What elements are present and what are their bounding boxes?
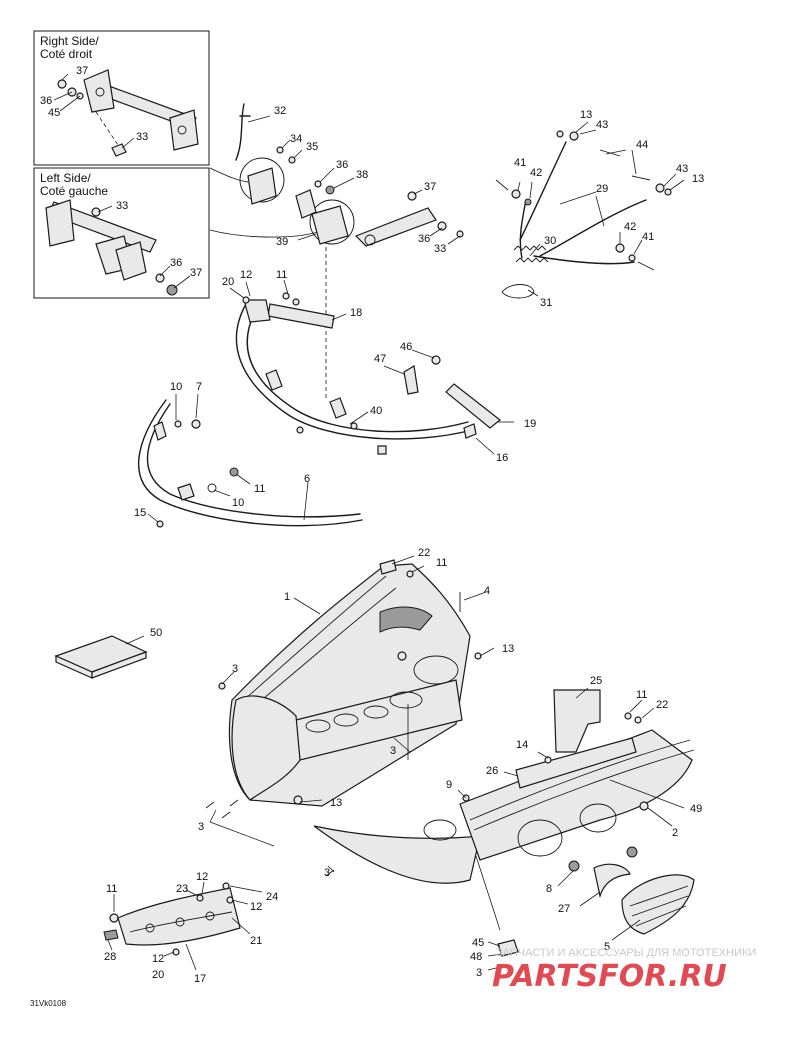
callout-12: 12 [250,901,262,913]
callout-13: 13 [580,109,592,121]
callout-34: 34 [290,133,302,145]
callout-36: 36 [418,233,430,245]
callout-46: 46 [400,341,412,353]
watermark-subtitle: ЗАПЧАСТИ И АКСЕССУАРЫ ДЛЯ МОТОТЕХНИКИ [496,947,756,959]
callout-25: 25 [590,675,602,687]
callout-19: 19 [524,418,536,430]
callout-50: 50 [150,627,162,639]
callout-40: 40 [370,405,382,417]
callout-43: 43 [596,119,608,131]
callout-11: 11 [276,269,287,281]
callout-3: 3 [232,663,238,675]
callout-18: 18 [350,307,362,319]
callout-10: 10 [232,497,244,509]
callout-24: 24 [266,891,278,903]
callout-20: 20 [152,969,164,981]
inset-right-side: Right Side/ Coté droit [33,30,210,166]
callout-13: 13 [330,797,342,809]
callout-22: 22 [656,699,668,711]
callout-26: 26 [486,765,498,777]
callout-23: 23 [176,883,188,895]
cable-spring-assembly [495,121,685,299]
callout-6: 6 [304,473,310,485]
callout-16: 16 [496,452,508,464]
callout-20: 20 [222,276,234,288]
front-skid-plate [137,393,363,528]
callout-9: 9 [446,779,452,791]
callout-45: 45 [472,937,484,949]
callout-12: 12 [152,953,164,965]
inset-left-title-2: Coté gauche [40,184,108,198]
belly-pan [205,555,495,847]
callout-33: 33 [434,243,446,255]
callout-4: 4 [484,585,490,597]
inset-right-title-1: Right Side/ [40,34,99,48]
callout-1: 1 [284,591,290,603]
callout-11: 11 [636,689,647,701]
lower-pan [313,687,695,971]
callout-13: 13 [692,173,704,185]
callout-33: 33 [116,200,128,212]
part-50-kit [54,635,148,679]
callout-35: 35 [306,141,318,153]
callout-38: 38 [356,169,368,181]
callout-14: 14 [516,739,528,751]
callout-5: 5 [604,941,610,953]
callout-11: 11 [436,557,447,569]
callout-30: 30 [544,235,556,247]
callout-28: 28 [104,951,116,963]
callout-2: 2 [672,827,678,839]
callout-41: 41 [642,231,654,243]
callout-32: 32 [274,105,286,117]
callout-37: 37 [424,181,436,193]
inset-left-side: Left Side/ Coté gauche [33,167,210,299]
callout-29: 29 [596,183,608,195]
callout-10: 10 [170,381,182,393]
callout-12: 12 [240,269,252,281]
inset-right-title-2: Coté droit [40,47,93,61]
pivot-bracket-assembly [235,103,464,247]
callout-31: 31 [540,297,552,309]
callout-44: 44 [636,139,648,151]
callout-37: 37 [76,65,88,77]
callout-11: 11 [106,883,117,895]
callout-3: 3 [476,967,482,979]
callout-12: 12 [196,871,208,883]
callout-42: 42 [624,221,636,233]
callout-22: 22 [418,547,430,559]
callout-36: 36 [336,159,348,171]
callout-3: 3 [198,821,204,833]
callout-8: 8 [546,883,552,895]
watermark-logo: PARTSFOR.RU [492,959,727,994]
callout-3: 3 [390,745,396,757]
callout-39: 39 [276,236,288,248]
front-bumper-assembly [229,279,514,455]
callout-36: 36 [170,257,182,269]
callout-13: 13 [502,643,514,655]
callout-15: 15 [134,507,146,519]
callout-47: 47 [374,353,386,365]
callout-45: 45 [48,107,60,119]
callout-21: 21 [250,935,262,947]
inset-left-title-1: Left Side/ [40,171,91,185]
callout-17: 17 [194,973,206,985]
callout-3: 3 [324,867,330,879]
callout-49: 49 [690,803,702,815]
callout-36: 36 [40,95,52,107]
callout-43: 43 [676,163,688,175]
callout-7: 7 [196,381,202,393]
diagram-code: 31Vk0108 [30,999,67,1008]
callout-41: 41 [514,157,526,169]
callout-48: 48 [470,951,482,963]
callout-42: 42 [530,167,542,179]
callout-11: 11 [254,483,265,495]
callout-33: 33 [136,131,148,143]
callout-27: 27 [558,903,570,915]
rear-support-bracket [103,881,263,971]
callout-37: 37 [190,267,202,279]
